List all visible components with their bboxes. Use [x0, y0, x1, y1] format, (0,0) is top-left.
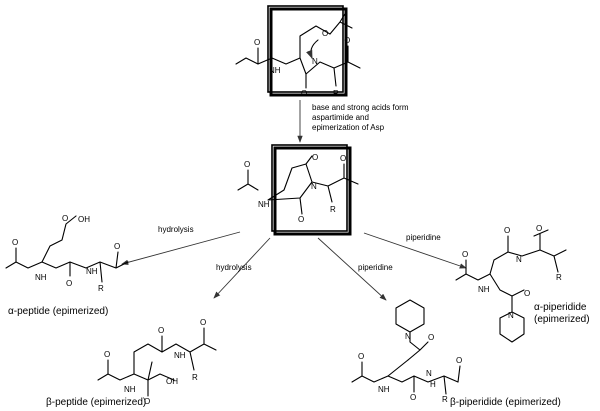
atom-o-bpip-3: O: [410, 393, 416, 402]
atom-n-apip: N: [516, 255, 522, 264]
atom-n-top: N: [312, 57, 318, 66]
atom-o-imide-bottom: O: [298, 215, 304, 224]
atom-o-top-right: O: [344, 36, 350, 45]
atom-oh-ap: OH: [78, 215, 90, 224]
atom-o-bpip-1: O: [428, 333, 434, 342]
atom-o-ester: O: [322, 29, 328, 38]
atom-o-mid-left: O: [244, 160, 250, 169]
atom-nh-bp-2: NH: [174, 351, 186, 360]
atom-o-ap-3: O: [114, 242, 120, 251]
atom-o-amide: O: [301, 89, 307, 98]
atom-r-apip: R: [556, 273, 562, 282]
atom-oh-bp: OH: [166, 377, 178, 386]
atom-nh-apip: NH: [478, 285, 490, 294]
label-piperidine-mid: piperidine: [358, 263, 393, 272]
atom-r-bpip: R: [442, 395, 448, 404]
atom-o-bpip-2: O: [358, 352, 364, 361]
atom-nh-bpip: NH: [378, 385, 390, 394]
atom-o-imide-top: O: [312, 153, 318, 162]
conditions-text: base and strong acids form aspartimide a…: [312, 103, 409, 132]
atom-nh-mid: NH: [258, 200, 270, 209]
atom-o-ap-1: O: [12, 238, 18, 247]
alpha-piperidide-structure: O NH O N O R O N: [455, 224, 567, 343]
atom-r-mid: R: [330, 205, 336, 214]
condition-line-2: aspartimide and: [312, 113, 369, 122]
atom-n-imide: N: [311, 182, 317, 191]
arrow-to-alpha-piperidide: [363, 232, 467, 269]
highlight-box-top: [269, 7, 348, 97]
atom-h-bpip: H: [430, 380, 436, 389]
atom-o-apip-3: O: [536, 224, 542, 233]
atom-o-bp-4: O: [144, 397, 150, 406]
atom-o-apip-1: O: [462, 250, 468, 259]
label-hydrolysis-left: hydrolysis: [158, 225, 194, 234]
atom-o-mid-right: O: [340, 154, 346, 163]
atom-o-apip-2: O: [504, 226, 510, 235]
atom-o-ap-acid: O: [62, 214, 68, 223]
alpha-peptide-structure: O NH O OH O NH R O: [5, 214, 129, 293]
highlight-box-middle: [273, 146, 352, 236]
beta-peptide-structure: O NH O NH O R O OH: [97, 318, 217, 406]
arrow-to-beta-peptide: [213, 237, 271, 299]
product-beta-piperidide: β-piperidide (epimerized): [450, 397, 561, 408]
atom-r-ap: R: [98, 284, 104, 293]
atom-n-apip-ring: N: [508, 311, 514, 320]
atom-o-bp-3: O: [200, 318, 206, 327]
atom-nh-ap: NH: [35, 273, 47, 282]
atom-o-bp-2: O: [158, 326, 164, 335]
atom-n-bpip: N: [426, 369, 432, 378]
atom-nh-top: NH: [269, 66, 281, 75]
atom-n-bpip-ring: N: [405, 332, 411, 341]
atom-o-bpip-4: O: [456, 356, 462, 365]
label-piperidine-right: piperidine: [406, 233, 441, 242]
aspartimide: O NH O O N O R: [237, 144, 359, 236]
label-hydrolysis-mid: hydrolysis: [216, 263, 252, 272]
atom-o-top-left: O: [254, 38, 260, 47]
starting-peptide: O NH O O N O R: [235, 5, 361, 98]
product-beta-peptide: β-peptide (epimerized): [46, 397, 146, 408]
beta-piperidide-structure: O N O NH O N H R O: [351, 299, 462, 404]
atom-nh-ap-2: NH: [86, 267, 98, 276]
atom-o-bp-1: O: [104, 350, 110, 359]
atom-nh-bp: NH: [124, 385, 136, 394]
condition-line-1: base and strong acids form: [312, 103, 409, 112]
condition-line-3: epimerization of Asp: [312, 123, 385, 132]
atom-o-apip-4: O: [524, 289, 530, 298]
product-alpha-piperidide-line1: α-piperidide: [534, 302, 587, 313]
arrow-to-beta-piperidide: [317, 237, 387, 301]
product-alpha-piperidide-line2: (epimerized): [534, 314, 590, 325]
arrow-to-alpha-peptide: [121, 231, 241, 265]
atom-r-top: R: [333, 89, 339, 98]
atom-r-bp: R: [192, 373, 198, 382]
product-alpha-peptide: α-peptide (epimerized): [8, 306, 108, 317]
atom-o-ap-2: O: [66, 279, 72, 288]
